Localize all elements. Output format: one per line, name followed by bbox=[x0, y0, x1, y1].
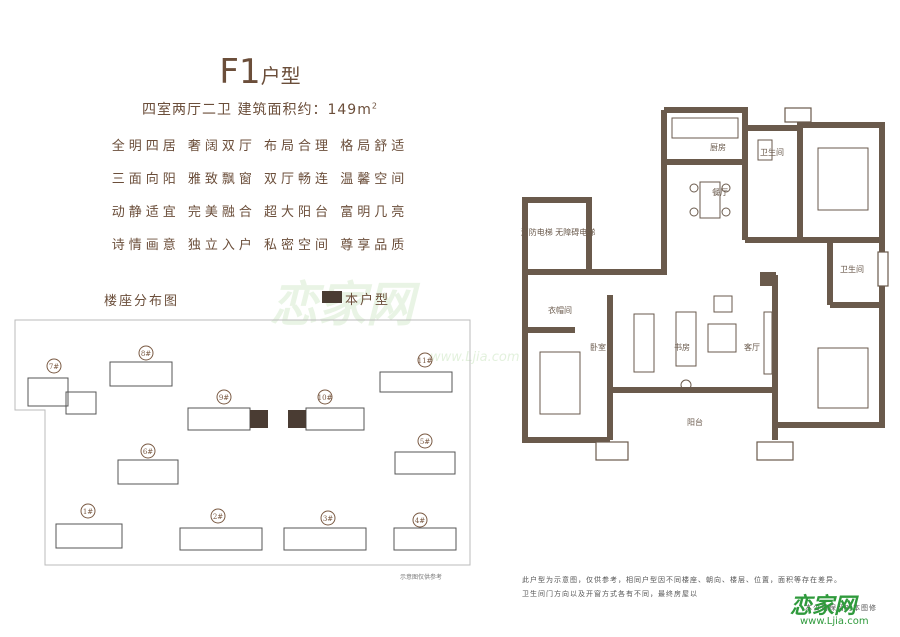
legend-label: 本户型 bbox=[345, 293, 391, 308]
subtitle-sup: 2 bbox=[371, 101, 378, 111]
site-map-title: 楼座分布图 bbox=[104, 294, 180, 309]
page-title: F1户型 bbox=[0, 52, 520, 92]
feature-line-2: 三面向阳 雅致飘窗 双厅畅连 温馨空间 bbox=[111, 172, 409, 187]
disclaimer-line-1: 此户型为示意图，仅供参考，相同户型因不同楼座、朝向、楼层、位置，面积等存在差异。 bbox=[522, 576, 842, 584]
bldg-9: 9# bbox=[219, 394, 229, 402]
feature-line-4: 诗情画意 独立入户 私密空间 尊享品质 bbox=[111, 238, 409, 253]
bldg-11: 11# bbox=[418, 357, 433, 365]
title-suffix: 户型 bbox=[260, 64, 301, 88]
disclaimer-line-2: 卫生间门方向以及开窗方式各有不同，最终房屋以 bbox=[522, 590, 698, 598]
feature-line-3: 动静适宜 完美融合 超大阳台 富明几亮 bbox=[111, 205, 409, 220]
brand-url: www.Ljia.com bbox=[800, 616, 869, 627]
room-bath-1: 卫生间 bbox=[760, 147, 784, 157]
bldg-6: 6# bbox=[143, 448, 153, 456]
bldg-7: 7# bbox=[49, 363, 59, 371]
room-closet: 衣帽间 bbox=[548, 305, 572, 315]
highlight-unit-9 bbox=[250, 410, 268, 428]
bldg-3: 3# bbox=[323, 515, 333, 523]
room-bedroom: 卧室 bbox=[590, 342, 606, 352]
room-dining: 餐厅 bbox=[712, 188, 728, 197]
brand-logo: 恋家网 bbox=[790, 594, 857, 619]
feature-line-1: 全明四居 奢阔双厅 布局合理 格局舒适 bbox=[111, 139, 409, 154]
bldg-5: 5# bbox=[420, 438, 430, 446]
room-kitchen: 厨房 bbox=[710, 142, 726, 152]
room-study: 书房 bbox=[674, 342, 690, 352]
title-main: F1 bbox=[219, 52, 261, 92]
room-elevator: 消防电梯 无障碍电梯 bbox=[521, 227, 596, 237]
watermark-brand: 恋家网 bbox=[270, 277, 415, 333]
subtitle-text: 四室两厅二卫 建筑面积约：149m bbox=[142, 102, 372, 118]
subtitle: 四室两厅二卫 建筑面积约：149m2 bbox=[0, 99, 520, 119]
bldg-10: 10# bbox=[318, 394, 333, 402]
disclaimer-line-3: 本公司保留对本图修 bbox=[805, 604, 877, 612]
highlight-unit-10 bbox=[288, 410, 306, 428]
room-bath-2: 卫生间 bbox=[840, 264, 864, 274]
watermark-url: www.Ljia.com bbox=[430, 350, 520, 365]
bldg-1: 1# bbox=[83, 508, 93, 516]
room-living: 客厅 bbox=[744, 342, 760, 352]
legend-swatch bbox=[322, 291, 342, 303]
bldg-4: 4# bbox=[415, 517, 425, 525]
bldg-8: 8# bbox=[141, 350, 151, 358]
room-balcony: 阳台 bbox=[687, 417, 703, 427]
site-map-note: 示意图仅供参考 bbox=[400, 574, 443, 581]
bldg-2: 2# bbox=[213, 513, 223, 521]
